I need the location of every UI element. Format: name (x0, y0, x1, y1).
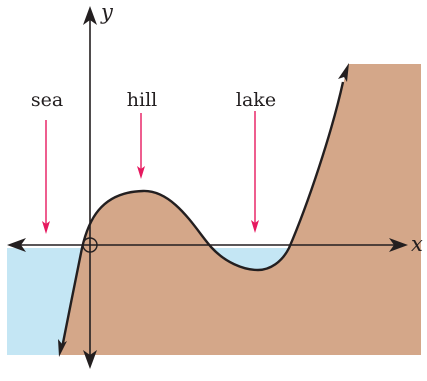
x-axis-label: x (411, 232, 423, 256)
sea-label: sea (31, 89, 63, 111)
hill-label: hill (127, 89, 157, 111)
lake-label: lake (236, 89, 276, 111)
y-axis-label: y (100, 0, 114, 24)
